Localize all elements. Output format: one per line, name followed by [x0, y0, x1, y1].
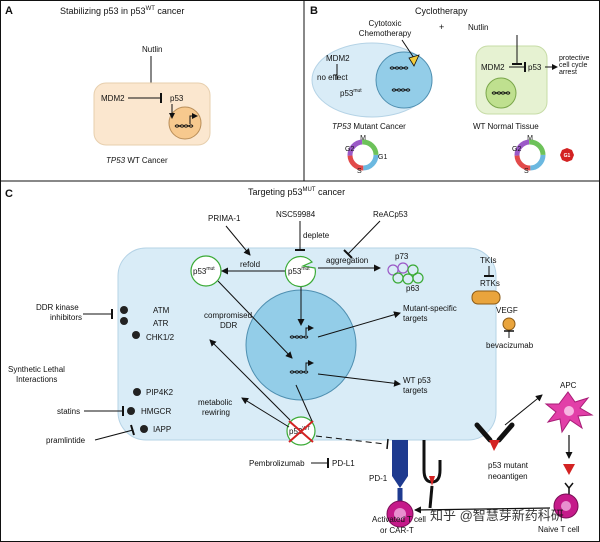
- svg-text:G1: G1: [378, 154, 387, 161]
- p53-wt-label: p53WT: [289, 426, 310, 436]
- refold-label: refold: [240, 260, 260, 269]
- apc-cell-icon: [544, 391, 594, 434]
- p53-label: p53: [170, 94, 184, 103]
- vegf-label: VEGF: [496, 306, 518, 315]
- atm-label: ATM: [153, 306, 170, 315]
- p63-label: p63: [406, 284, 420, 293]
- p53-refold-label: p53mut: [193, 266, 215, 276]
- panel-b-letter: B: [310, 5, 318, 17]
- panel-b-title: Cyclotherapy: [415, 6, 468, 16]
- pdl1-label: PD-L1: [332, 459, 355, 468]
- nucleus-blue: [375, 51, 433, 109]
- pembrolizumab-label: Pembrolizumab: [249, 459, 305, 468]
- panel-c-title: Targeting p53MUT cancer: [248, 187, 345, 197]
- chemo-bolt-icon: [408, 54, 420, 67]
- p73-label: p73: [395, 252, 409, 261]
- cell-cycle-icon: M G2 G1 S: [345, 135, 387, 175]
- p53mut-misfolded: [284, 255, 317, 288]
- panel-a-caption: TP53 WT Cancer: [106, 156, 168, 165]
- svg-text:M: M: [527, 135, 533, 142]
- p53-mut-label: p53mut: [288, 266, 310, 276]
- no-effect-label: no effect: [317, 73, 348, 82]
- prima-label: PRIMA-1: [208, 214, 241, 223]
- panel-b-right-caption: WT Normal Tissue: [473, 122, 539, 131]
- mdm2-label: MDM2: [101, 94, 125, 103]
- svg-text:S: S: [524, 168, 529, 175]
- bevacizumab-label: bevacizumab: [486, 341, 534, 350]
- naive-t-label: Naive T cell: [538, 525, 580, 534]
- nsc-label: NSC59984: [276, 210, 316, 219]
- aggregate-icon: [387, 262, 424, 285]
- mhc-receptor-icon: [422, 440, 442, 509]
- stop-sign-icon: G1: [560, 148, 574, 162]
- rtk-receptor-icon: [471, 290, 501, 305]
- reacp-label: ReACp53: [373, 210, 408, 219]
- panel-c: C Targeting p53MUT cancer PRIMA-1 NSC599…: [5, 187, 594, 535]
- deplete-label: deplete: [303, 231, 330, 240]
- tkis-label: TKIs: [480, 256, 496, 265]
- nutlin-label-b: Nutlin: [468, 23, 488, 32]
- vegf-icon: [502, 317, 516, 331]
- nucleus: [168, 106, 202, 140]
- statins-label: statins: [57, 407, 80, 416]
- antibody-icon: [474, 422, 515, 451]
- pramlintide-label: pramlintide: [46, 436, 86, 445]
- cell-cycle-icon-right: M G2 S: [512, 135, 546, 175]
- svg-text:G1: G1: [564, 153, 571, 159]
- svg-text:M: M: [360, 135, 366, 142]
- panel-b-left-caption: TP53 Mutant Cancer: [332, 122, 406, 131]
- pd1-label: PD-1: [369, 474, 388, 483]
- pip4k2-label: PIP4K2: [146, 388, 174, 397]
- svg-text:G2: G2: [512, 146, 521, 153]
- transcription-arrow-icon: [189, 113, 198, 124]
- hmgcr-label: HMGCR: [141, 407, 171, 416]
- rtks-label: RTKs: [480, 279, 500, 288]
- panel-c-letter: C: [5, 188, 13, 200]
- apc-label: APC: [560, 381, 577, 390]
- mdm2-label-b-right: MDM2: [481, 63, 505, 72]
- svg-text:S: S: [357, 168, 362, 175]
- chk-label: CHK1/2: [146, 333, 175, 342]
- panel-a: A Stabilizing p53 in p53WT cancer Nutlin…: [5, 5, 211, 165]
- svg-text:G2: G2: [345, 146, 354, 153]
- atr-label: ATR: [153, 319, 169, 328]
- nutlin-label: Nutlin: [142, 45, 162, 54]
- watermark: 知乎 @智慧芽新药科研: [430, 508, 564, 523]
- aggregation-label: aggregation: [326, 256, 368, 265]
- panel-a-title: Stabilizing p53 in p53WT cancer: [60, 6, 184, 16]
- p53-label-b-right: p53: [528, 63, 542, 72]
- iapp-label: IAPP: [153, 425, 171, 434]
- plus-sign: +: [439, 22, 444, 32]
- antigen-icon: [563, 464, 575, 475]
- mdm2-label-b-left: MDM2: [326, 54, 350, 63]
- p53mut-label: p53mut: [340, 88, 362, 98]
- panel-a-letter: A: [5, 5, 13, 17]
